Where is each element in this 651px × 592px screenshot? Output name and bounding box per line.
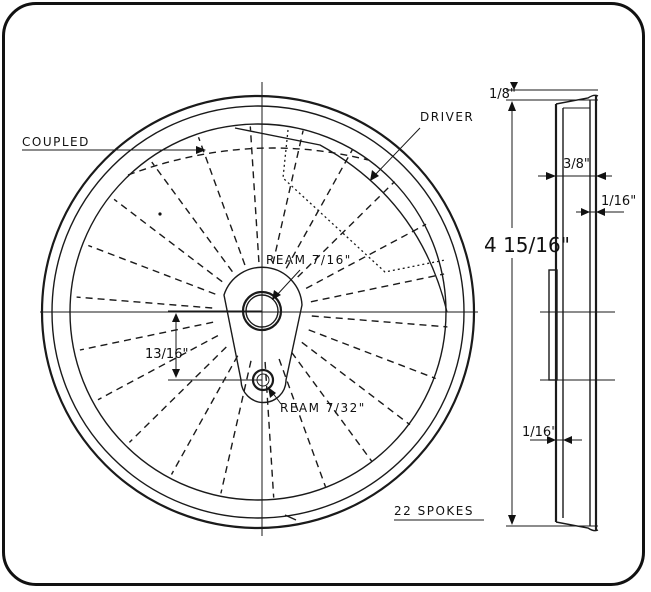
spoke [170,355,239,475]
spoke [310,273,445,303]
ream-large-leader [275,269,301,297]
spoke [297,181,396,278]
spoke [311,315,448,328]
driver-leader [373,127,421,177]
crank-boss [223,266,303,404]
wheel-side-view [540,94,615,532]
crank-throw-dimension: 13/16" [145,347,188,362]
spoke [308,329,436,380]
spoke [76,296,213,309]
height-arrow-bottom [508,515,516,525]
driver-label: DRIVER [420,110,474,124]
spoke [301,341,411,426]
driver-counterweight [234,127,448,313]
spoke [249,126,260,263]
rim-thickness-arrow-right [596,208,605,216]
rim-tick [284,514,297,521]
spoke [264,361,275,498]
height-text-bg [488,228,528,258]
spoke [113,198,223,283]
spoke [151,161,233,273]
spoke [88,244,216,295]
coupled-label: COUPLED [22,135,90,149]
rim-thickness-arrow-left [581,208,590,216]
driver-dotted-outline [282,129,446,273]
coupled-arrow [196,146,206,154]
mark-dot [158,212,162,216]
bottom-rim-profile [555,521,599,532]
ream-small-label: REAM 7/32" [280,401,366,415]
rim-top-arrow [510,82,518,90]
spoke [285,149,354,269]
web-thickness-arrow-right [563,436,572,444]
spokes-label: 22 SPOKES [394,504,474,518]
spoke [278,358,327,488]
spoke [291,351,373,463]
driver-arrow [370,170,379,181]
spoke [128,346,227,443]
rim-depth-arrow-left [546,172,556,180]
throw-arrow-top [172,313,180,322]
web-thickness-dimension: 1/16" [522,425,557,440]
spoke [220,360,252,494]
web-thickness-arrow-left [547,436,556,444]
rim-thickness-dimension: 1/16" [601,194,636,209]
height-arrow-top [508,101,516,111]
front-view-annotations: COUPLED DRIVER REAM 7/16" REAM 7/32" 13/… [22,110,484,521]
coupled-arc [127,147,369,176]
spoke [197,136,246,266]
top-rim-profile [555,94,599,105]
rim-depth-dimension: 3/8" [563,157,590,172]
rim-depth-arrow-right [596,172,606,180]
ream-large-arrow [272,290,281,300]
side-view-dimensions: 4 15/16" 1/8" 3/8" 1/16" 1/16" [484,82,636,527]
spoke [272,130,304,264]
throw-arrow-bottom [172,369,180,378]
overall-height-dimension: 4 15/16" [484,233,570,257]
spoke [97,334,219,401]
ream-large-label: REAM 7/16" [266,253,352,267]
ream-small-arrow [268,387,276,398]
spoke [79,321,214,351]
rim-top-dimension: 1/8" [489,87,516,102]
spoke [305,223,427,290]
